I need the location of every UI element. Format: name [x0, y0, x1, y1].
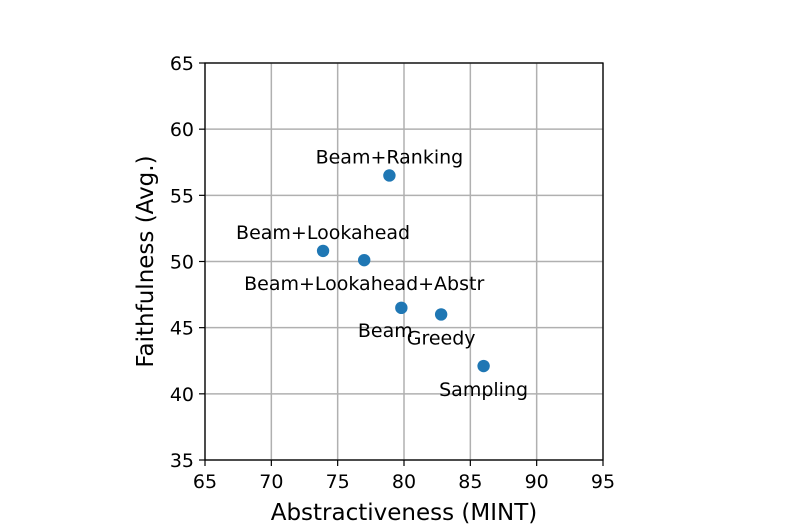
point-label: Beam+Lookahead — [236, 222, 410, 244]
y-axis-label: Faithfulness (Avg.) — [133, 155, 159, 367]
x-axis-label: Abstractiveness (MINT) — [271, 500, 538, 526]
x-tick-label: 70 — [259, 471, 283, 493]
tick-layer: 65 70 75 80 85 90 95 35 40 45 50 55 60 65 — [170, 53, 615, 493]
y-tick-label: 40 — [170, 384, 194, 406]
point-label: Beam+Lookahead+Abstr — [244, 273, 484, 295]
point-label: Greedy — [407, 327, 476, 349]
label-layer: Beam+RankingBeam+LookaheadBeam+Lookahead… — [236, 146, 528, 401]
y-tick-label: 45 — [170, 318, 194, 340]
data-point — [477, 359, 490, 373]
point-label: Beam+Ranking — [316, 146, 464, 168]
grid-layer — [204, 62, 604, 461]
point-label: Sampling — [439, 379, 528, 401]
plot-frame — [204, 62, 604, 461]
data-point — [358, 253, 371, 267]
x-tick-label: 80 — [392, 471, 416, 493]
x-tick-label: 65 — [193, 471, 217, 493]
x-tick-label: 90 — [525, 471, 549, 493]
point-layer — [316, 169, 490, 373]
y-tick-label: 60 — [170, 119, 194, 141]
y-tick-label: 55 — [170, 185, 194, 207]
y-tick-label: 35 — [170, 450, 194, 472]
data-point — [434, 308, 448, 321]
data-point — [395, 301, 408, 315]
x-tick-label: 75 — [326, 471, 350, 493]
point-label: Beam — [358, 320, 413, 342]
x-tick-label: 85 — [458, 471, 482, 493]
y-tick-label: 65 — [170, 53, 194, 75]
data-point — [383, 169, 396, 182]
x-tick-label: 95 — [591, 471, 615, 493]
data-point — [316, 244, 330, 258]
y-tick-label: 50 — [170, 252, 194, 274]
